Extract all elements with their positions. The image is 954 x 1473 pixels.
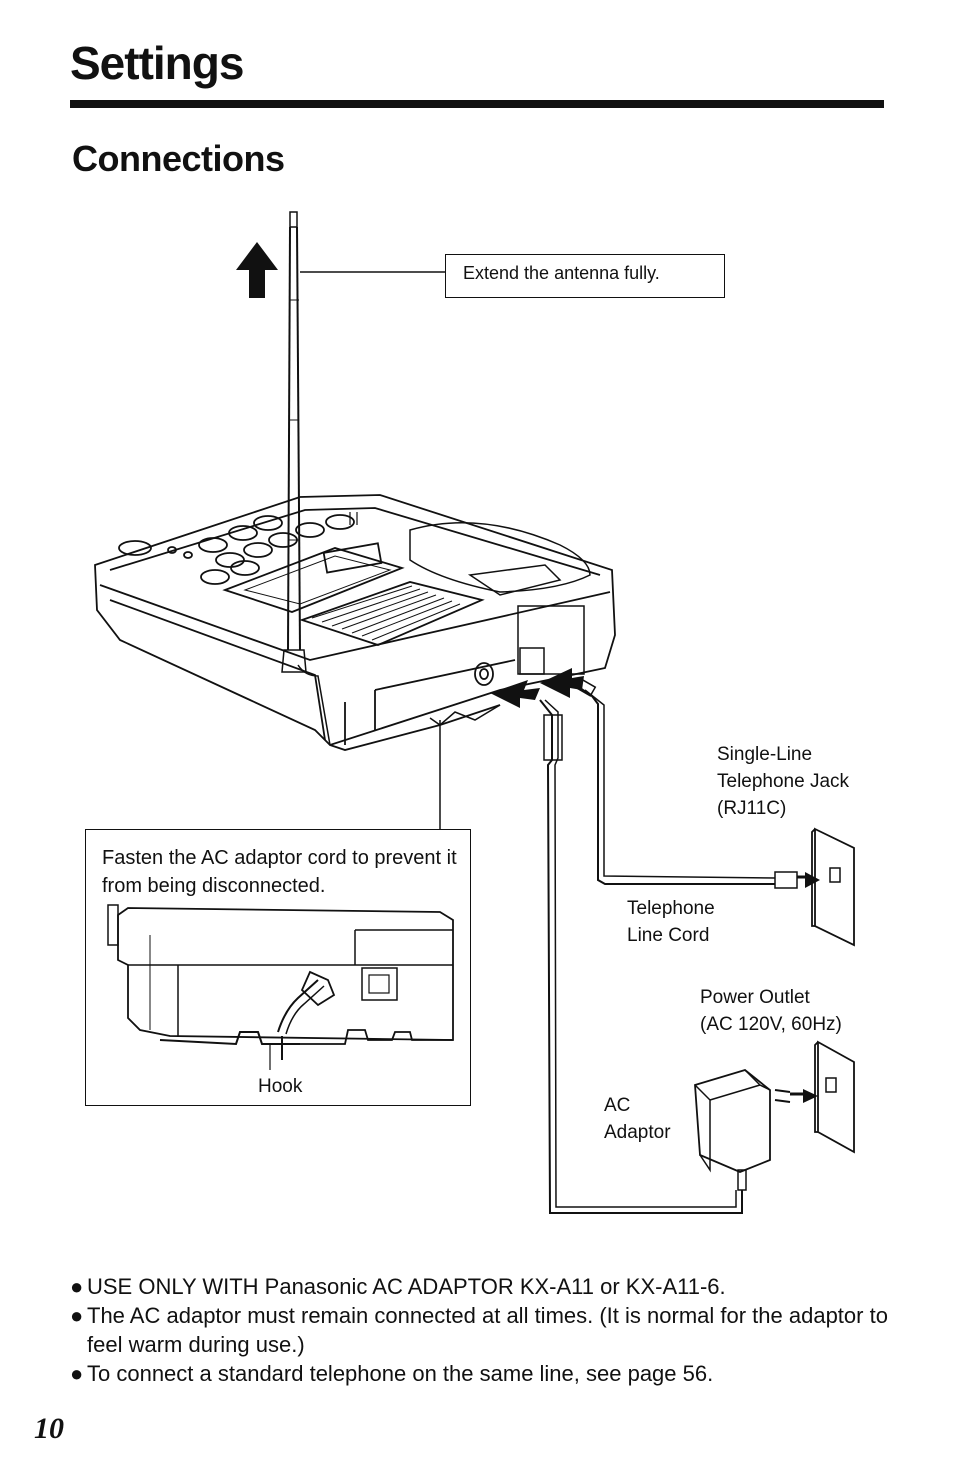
title-rule [70, 100, 884, 108]
wall-jack-icon [811, 827, 855, 947]
note-text: USE ONLY WITH Panasonic AC ADAPTOR KX-A1… [87, 1274, 726, 1299]
section-title: Connections [72, 138, 285, 179]
page-number: 10 [34, 1412, 64, 1445]
note-item: ● To connect a standard telephone on the… [70, 1359, 900, 1388]
line-cord-label-line1: Telephone [627, 898, 715, 919]
jack-label-line3: (RJ11C) [717, 798, 787, 819]
inset-illustration [107, 904, 454, 1070]
adaptor-label-line1: AC [604, 1095, 631, 1116]
inset-instruction: Fasten the AC adaptor cord to prevent it… [102, 847, 457, 897]
line-cord-label-line2: Line Cord [627, 925, 710, 946]
antenna-icon [281, 211, 307, 673]
antenna-callout: Extend the antenna fully. [445, 254, 725, 298]
ac-adaptor-icon [694, 1069, 818, 1173]
bullet-icon: ● [70, 1303, 84, 1328]
bullet-icon: ● [70, 1274, 84, 1299]
adaptor-label-line2: Adaptor [604, 1122, 671, 1143]
note-text: To connect a standard telephone on the s… [87, 1361, 714, 1386]
power-outlet-icon [814, 1040, 855, 1154]
jack-label-line1: Single-Line [717, 744, 813, 765]
ac-adaptor-cord-icon [539, 699, 747, 1214]
telephone-cord-icon [573, 677, 820, 889]
note-text: The AC adaptor must remain connected at … [87, 1303, 888, 1357]
note-item: ● USE ONLY WITH Panasonic AC ADAPTOR KX-… [70, 1272, 900, 1301]
outlet-label: Power Outlet (AC 120V, 60Hz) [700, 984, 842, 1038]
jack-label-line2: Telephone Jack [717, 771, 850, 792]
page-title: Settings [70, 37, 244, 89]
adaptor-label: AC Adaptor [604, 1092, 671, 1146]
outlet-label-line2: (AC 120V, 60Hz) [700, 1014, 842, 1035]
outlet-label-line1: Power Outlet [700, 987, 810, 1008]
bullet-icon: ● [70, 1361, 84, 1386]
base-unit-icon [94, 494, 616, 751]
hook-label: Hook [258, 1076, 303, 1097]
antenna-callout-text: Extend the antenna fully. [463, 263, 660, 283]
inset-box: Fasten the AC adaptor cord to prevent it… [85, 829, 471, 1106]
jack-label: Single-Line Telephone Jack (RJ11C) [717, 741, 849, 822]
note-item: ● The AC adaptor must remain connected a… [70, 1301, 900, 1359]
notes-list: ● USE ONLY WITH Panasonic AC ADAPTOR KX-… [70, 1272, 900, 1388]
up-arrow-icon [236, 242, 278, 298]
line-cord-label: Telephone Line Cord [627, 895, 715, 949]
